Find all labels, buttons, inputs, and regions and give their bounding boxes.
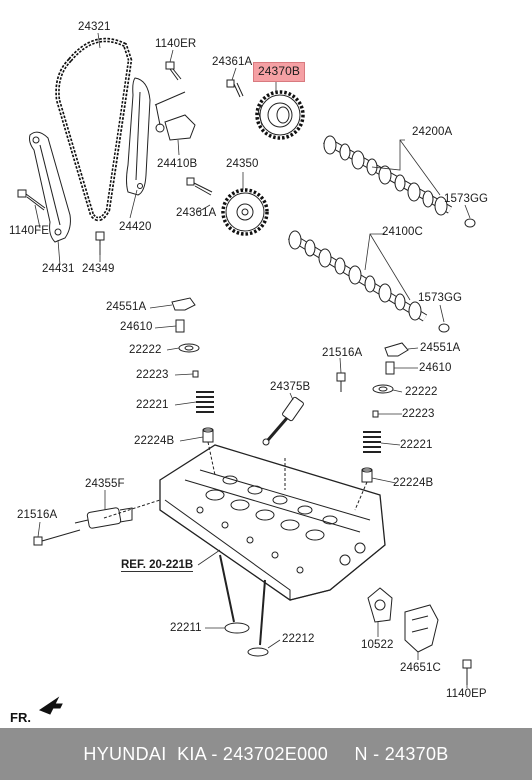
bolt-1140ep bbox=[462, 659, 472, 685]
callout-24610-left: 24610 bbox=[120, 321, 153, 333]
callout-22222-right: 22222 bbox=[405, 386, 438, 398]
lash-adjuster-left bbox=[175, 319, 185, 333]
callout-24200a: 24200A bbox=[412, 126, 453, 138]
bolt-24361a-mid bbox=[186, 177, 213, 196]
plug-1573gg-mid bbox=[438, 323, 450, 333]
callout-21516a-right: 21516A bbox=[322, 347, 363, 359]
valve-spring-left bbox=[196, 391, 214, 413]
timing-chain bbox=[55, 37, 133, 222]
valve-spring-seat-left bbox=[178, 343, 200, 353]
bolt-21516a-left bbox=[33, 529, 81, 546]
cover-24651c bbox=[404, 604, 439, 653]
gasket-10522 bbox=[367, 587, 393, 623]
callout-24100c: 24100C bbox=[382, 226, 423, 238]
reference-label: REF. 20-221B bbox=[121, 559, 194, 572]
bolt-21516a-right bbox=[336, 372, 346, 392]
callout-24420: 24420 bbox=[119, 221, 152, 233]
bolt-1140fe bbox=[17, 189, 46, 211]
callout-22224b-left: 22224B bbox=[134, 435, 175, 447]
callout-24355f: 24355F bbox=[85, 478, 125, 490]
leader-dashes bbox=[103, 441, 368, 519]
intake-camshaft bbox=[287, 230, 428, 322]
callout-24350: 24350 bbox=[226, 158, 259, 170]
leader-lines bbox=[34, 32, 471, 688]
bolt-24361a-top bbox=[226, 79, 244, 98]
callout-22211: 22211 bbox=[170, 622, 202, 634]
lash-adjuster-right bbox=[385, 361, 395, 375]
valve-cotter-left bbox=[192, 370, 199, 378]
callout-24375b: 24375B bbox=[270, 381, 311, 393]
footer-brand-part: HYUNDAI KIA - 243702E000 bbox=[83, 743, 329, 764]
callout-22222-left: 22222 bbox=[129, 344, 162, 356]
callout-22212: 22212 bbox=[282, 633, 315, 645]
oil-control-valve-left bbox=[74, 507, 133, 529]
part-number-footer: HYUNDAI KIA - 243702E000 N - 24370B bbox=[0, 728, 532, 780]
front-direction-label: FR. bbox=[10, 710, 31, 725]
callout-24651c: 24651C bbox=[400, 662, 441, 674]
valve-stem-seal-left bbox=[202, 427, 214, 443]
callout-22223-right: 22223 bbox=[402, 408, 435, 420]
intake-valve bbox=[219, 554, 250, 634]
callout-24610-right: 24610 bbox=[419, 362, 452, 374]
plug-1573gg-top bbox=[464, 218, 476, 228]
rocker-arm-left bbox=[171, 297, 196, 311]
callout-22221-right: 22221 bbox=[400, 439, 433, 451]
callout-24551a-left: 24551A bbox=[106, 301, 147, 313]
intake-cam-sprocket bbox=[221, 188, 269, 236]
cylinder-head bbox=[159, 444, 386, 601]
callout-1140ep: 1140EP bbox=[446, 688, 487, 700]
callout-22224b-right: 22224B bbox=[393, 477, 434, 489]
exploded-parts-diagram bbox=[17, 32, 476, 715]
valve-spring-seat-right bbox=[372, 384, 394, 394]
exhaust-camshaft bbox=[323, 135, 452, 216]
callout-24349: 24349 bbox=[82, 263, 115, 275]
oil-control-valve-right bbox=[262, 396, 304, 446]
callout-1573gg-mid: 1573GG bbox=[418, 292, 463, 304]
valve-stem-seal-right bbox=[361, 467, 373, 483]
chain-guide-left bbox=[29, 131, 71, 243]
valve-spring-right bbox=[363, 431, 381, 453]
rocker-arm-right bbox=[384, 342, 409, 357]
bolt-1140er bbox=[165, 61, 182, 81]
callout-24321: 24321 bbox=[78, 21, 111, 33]
callout-24361a-top: 24361A bbox=[212, 56, 253, 68]
exhaust-valve bbox=[247, 579, 269, 657]
chain-tensioner bbox=[154, 91, 196, 141]
chain-tensioner-arm bbox=[126, 77, 151, 196]
exhaust-cam-sprocket bbox=[255, 90, 305, 140]
callout-10522: 10522 bbox=[361, 639, 394, 651]
callout-21516a-left: 21516A bbox=[17, 509, 58, 521]
footer-diagram-number: N - 24370B bbox=[354, 743, 449, 764]
callout-24431: 24431 bbox=[42, 263, 75, 275]
callout-24410b: 24410B bbox=[157, 158, 198, 170]
valve-cotter-right bbox=[372, 410, 379, 418]
callout-1140er: 1140ER bbox=[155, 38, 197, 50]
callout-24370b-highlighted: 24370B bbox=[253, 62, 305, 82]
front-direction-arrow-icon bbox=[38, 696, 63, 715]
callout-24551a-right: 24551A bbox=[420, 342, 461, 354]
callout-22223-left: 22223 bbox=[136, 369, 169, 381]
callout-22221-left: 22221 bbox=[136, 399, 169, 411]
callout-1140fe: 1140FE bbox=[9, 225, 50, 237]
callout-24361a-mid: 24361A bbox=[176, 207, 217, 219]
callout-1573gg-top: 1573GG bbox=[444, 193, 489, 205]
